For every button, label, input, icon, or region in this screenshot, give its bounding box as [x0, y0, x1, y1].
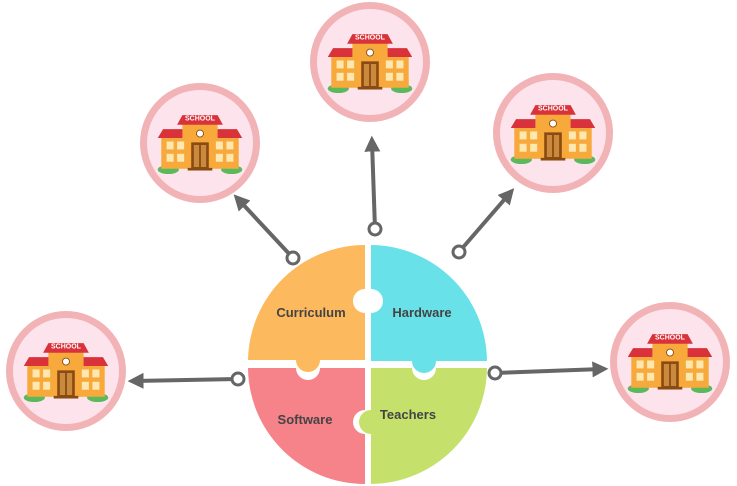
school-sign-text: SCHOOL — [185, 116, 216, 123]
connector-arrow-left — [127, 372, 240, 389]
connector-arrow-right — [493, 361, 609, 378]
puzzle-piece-hardware — [371, 245, 487, 373]
connector-dot-top-right — [451, 244, 467, 260]
connector-arrow-top — [364, 135, 381, 231]
school-node-top-left: SCHOOL — [140, 83, 260, 203]
school-node-top: SCHOOL — [310, 2, 430, 122]
school-node-top-right: SCHOOL — [493, 73, 613, 193]
connector-dot-top-left — [285, 250, 301, 266]
puzzle-piece-software — [248, 368, 365, 484]
connector-dot-right — [487, 365, 503, 381]
connector-dot-left — [230, 371, 246, 387]
school-sign-text: SCHOOL — [538, 106, 569, 113]
connector-arrow-top-left — [233, 194, 295, 260]
label-curriculum: Curriculum — [276, 305, 345, 320]
school-sign-text: SCHOOL — [51, 344, 82, 351]
school-node-left: SCHOOL — [6, 311, 126, 431]
connector-dot-top — [367, 221, 383, 237]
connectors — [127, 135, 609, 389]
schools: SCHOOL SCHOOL SCHOOL SCHOOL SCHOOL — [6, 2, 730, 431]
school-sign-text: SCHOOL — [655, 335, 686, 342]
puzzle-piece-curriculum — [248, 245, 365, 372]
puzzle-piece-teachers — [359, 368, 487, 484]
label-hardware: Hardware — [392, 305, 451, 320]
label-teachers: Teachers — [380, 407, 436, 422]
school-sign-text: SCHOOL — [355, 35, 386, 42]
puzzle-circle: Curriculum Hardware Software Teachers — [248, 245, 487, 484]
school-node-right: SCHOOL — [610, 302, 730, 422]
connector-arrow-top-right — [457, 188, 515, 254]
label-software: Software — [278, 412, 333, 427]
